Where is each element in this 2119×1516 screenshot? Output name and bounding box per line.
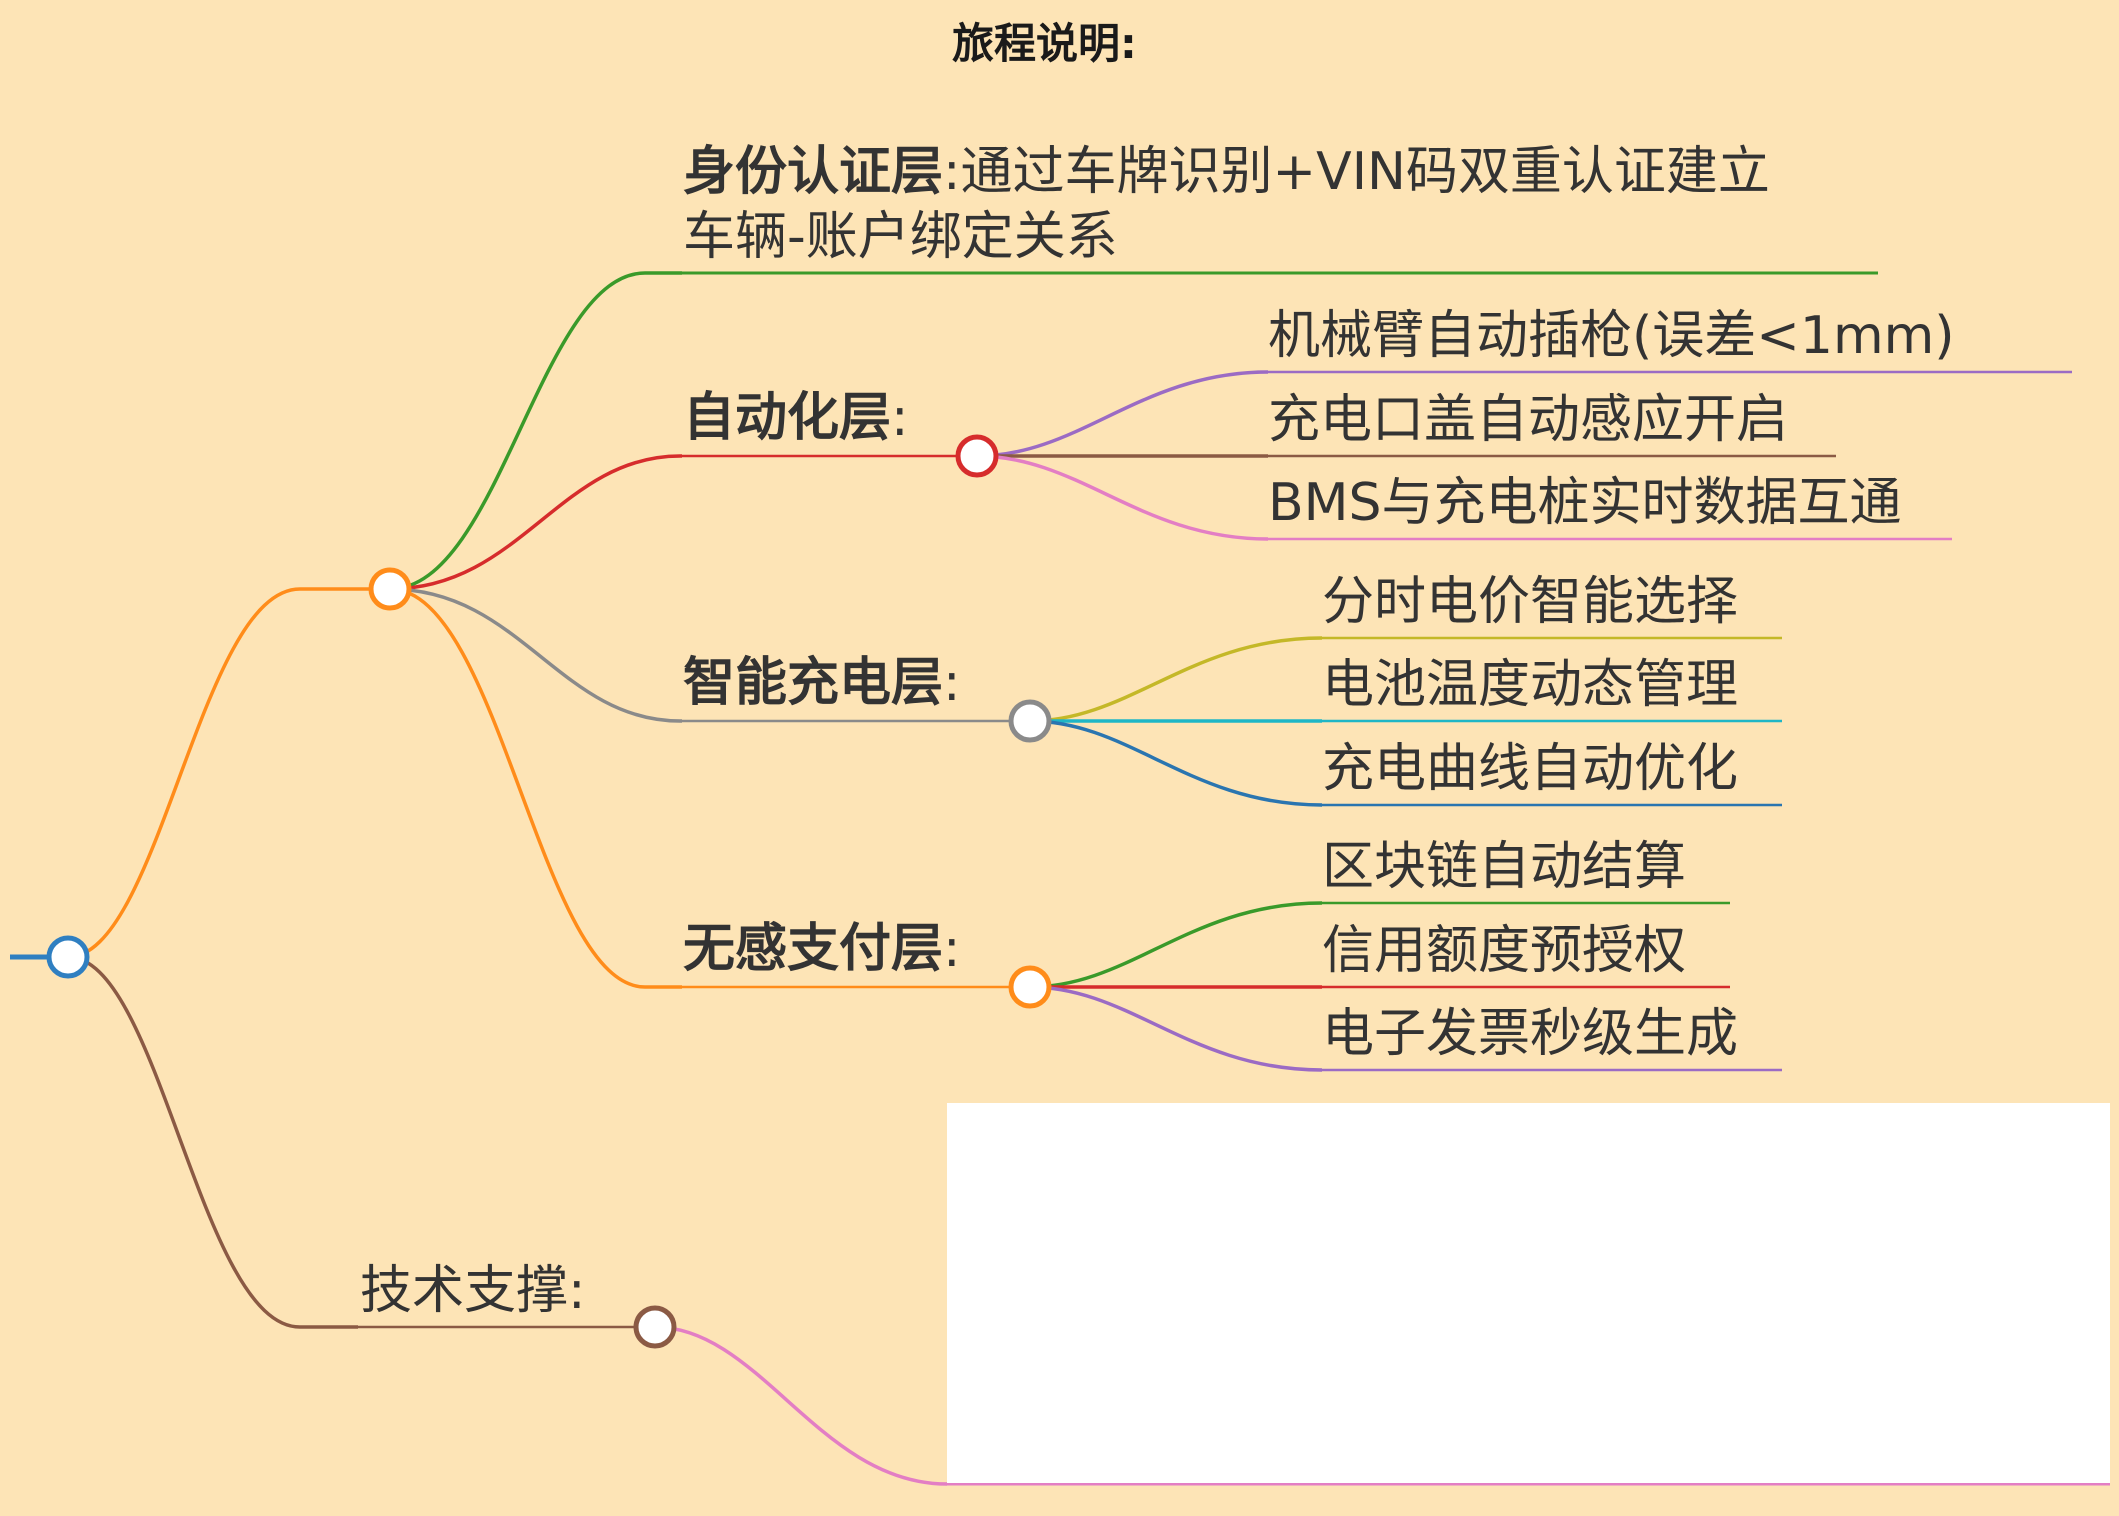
identity-desc-line2: 车辆-账户绑定关系 <box>683 207 1118 267</box>
payment-node-circle <box>1008 965 1052 1009</box>
edge-root-to-hub <box>67 587 390 959</box>
diagram-title: 旅程说明: <box>952 19 1137 68</box>
identity-sep: : <box>943 142 961 202</box>
smart-node[interactable]: 智能充电层: <box>683 651 961 716</box>
edge-tech-child <box>654 1325 948 1486</box>
tech-child-blank-box <box>947 1103 2110 1483</box>
edge-pay-3 <box>1029 985 1323 1072</box>
payment-child-2[interactable]: 信用额度预授权 <box>1322 921 1687 981</box>
payment-child-3[interactable]: 电子发票秒级生成 <box>1322 1004 1739 1064</box>
hub-node-circle <box>368 567 412 611</box>
edge-auto-1 <box>976 370 1269 458</box>
identity-node[interactable]: 身份认证层:通过车牌识别+VIN码双重认证建立 车辆-账户绑定关系 <box>683 140 1770 270</box>
automation-node-circle <box>955 434 999 478</box>
smart-title: 智能充电层 <box>683 653 944 713</box>
payment-child-1[interactable]: 区块链自动结算 <box>1322 837 1687 897</box>
smart-sep: : <box>943 653 961 713</box>
edge-root-to-tech <box>67 955 358 1329</box>
payment-sep: : <box>943 919 961 979</box>
edge-hub-to-payment <box>389 587 682 989</box>
payment-title: 无感支付层 <box>683 919 944 979</box>
edge-auto-3 <box>976 454 1269 541</box>
automation-node[interactable]: 自动化层: <box>683 386 909 451</box>
automation-child-1[interactable]: 机械臂自动插枪(误差<1mm) <box>1268 306 1955 366</box>
tech-node-label[interactable]: 技术支撑: <box>360 1261 586 1321</box>
smart-child-3[interactable]: 充电曲线自动优化 <box>1322 739 1739 799</box>
edge-pay-1 <box>1029 901 1323 989</box>
automation-child-2[interactable]: 充电口盖自动感应开启 <box>1268 390 1789 450</box>
edge-smart-1 <box>1029 636 1323 723</box>
automation-sep: : <box>891 388 909 448</box>
automation-title: 自动化层 <box>683 388 892 448</box>
payment-node[interactable]: 无感支付层: <box>683 917 961 982</box>
smart-child-1[interactable]: 分时电价智能选择 <box>1322 572 1739 632</box>
automation-child-3[interactable]: BMS与充电桩实时数据互通 <box>1268 473 1902 533</box>
root-node-circle <box>46 935 90 979</box>
edge-hub-to-identity <box>389 271 682 591</box>
identity-desc-line1: 通过车牌识别+VIN码双重认证建立 <box>960 142 1770 202</box>
edge-smart-3 <box>1029 719 1323 807</box>
identity-title: 身份认证层 <box>683 142 944 202</box>
smart-node-circle <box>1008 699 1052 743</box>
tech-node-circle <box>633 1305 677 1349</box>
smart-child-2[interactable]: 电池温度动态管理 <box>1322 655 1739 715</box>
edge-hub-to-smart <box>389 587 682 723</box>
edge-hub-to-automation <box>389 454 682 591</box>
